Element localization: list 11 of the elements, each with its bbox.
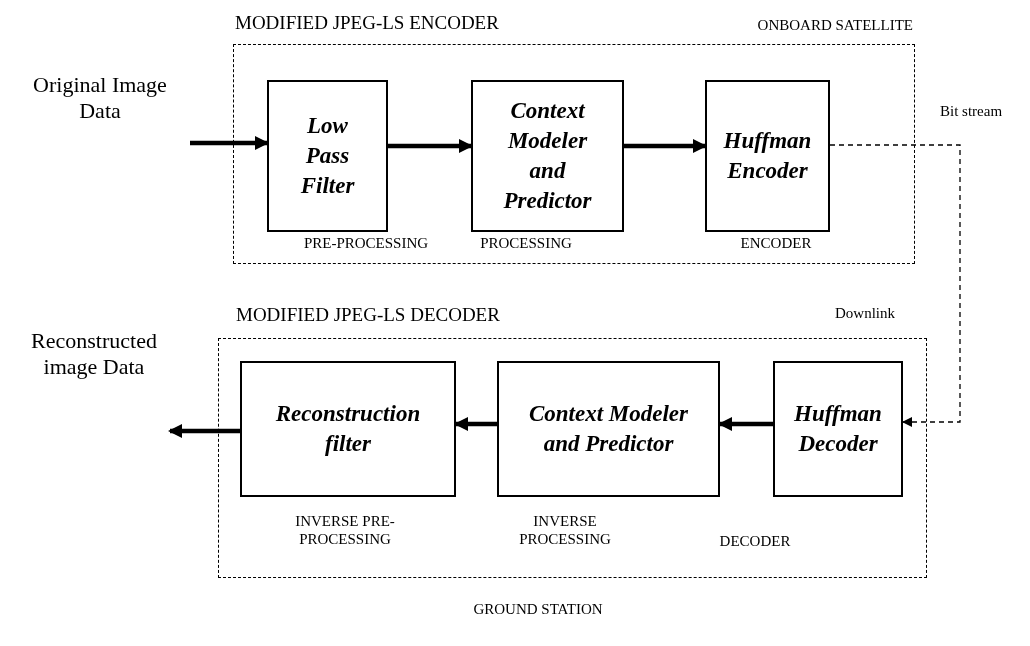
- arrow: [190, 136, 269, 150]
- arrow: [388, 139, 473, 153]
- process-box: Huffman Decoder: [773, 361, 903, 497]
- process-box: Reconstruction filter: [240, 361, 456, 497]
- process-box: Context Modeler and Predictor: [497, 361, 720, 497]
- process-box: Huffman Encoder: [705, 80, 830, 232]
- process-box: Context Modeler and Predictor: [471, 80, 624, 232]
- arrow: [168, 424, 240, 438]
- arrow: [829, 144, 961, 427]
- arrow: [624, 139, 707, 153]
- process-box: Low Pass Filter: [267, 80, 388, 232]
